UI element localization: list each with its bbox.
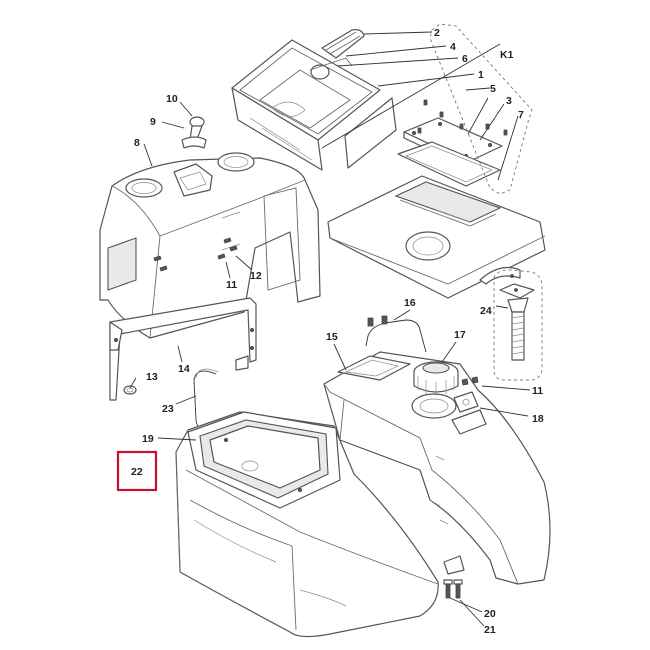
callout-24[interactable]: 24	[480, 305, 492, 317]
callout-22[interactable]: 22	[131, 466, 143, 478]
part-top-plate[interactable]	[327, 175, 546, 299]
part-cap[interactable]	[413, 361, 459, 396]
part-bottom-bolts[interactable]	[443, 579, 463, 599]
highlight-box	[116, 450, 158, 492]
callout-19[interactable]: 19	[142, 433, 154, 445]
part-knob[interactable]	[181, 116, 207, 149]
part-detail-bolt[interactable]	[493, 269, 543, 381]
callout-7[interactable]: 7	[518, 109, 524, 121]
part-front-hood[interactable]	[99, 152, 321, 339]
callout-14[interactable]: 14	[178, 363, 190, 375]
callout-4[interactable]: 4	[450, 41, 456, 53]
callout-20[interactable]: 20	[484, 608, 496, 620]
callout-8[interactable]: 8	[134, 137, 140, 149]
callout-12[interactable]: 12	[250, 270, 262, 282]
callout-5[interactable]: 5	[490, 83, 496, 95]
kit-outline	[429, 23, 533, 195]
callout-labels: 2 4 6 1 K1 5 3 7 10 9 8 12 11 24 16 15 1…	[131, 27, 544, 636]
callout-23[interactable]: 23	[162, 403, 174, 415]
callout-11-right[interactable]: 11	[532, 385, 543, 397]
callout-11[interactable]: 11	[226, 279, 237, 291]
part-body-screws[interactable]	[461, 376, 479, 386]
part-bracket[interactable]	[109, 297, 257, 401]
part-clamp[interactable]	[453, 391, 479, 413]
part-base-body[interactable]	[175, 411, 439, 638]
callout-15[interactable]: 15	[326, 331, 338, 343]
part-handle-frame[interactable]	[231, 39, 397, 171]
callout-6[interactable]: 6	[462, 53, 468, 65]
callout-21[interactable]: 21	[484, 624, 496, 636]
callout-2[interactable]: 2	[434, 27, 440, 39]
callout-13[interactable]: 13	[146, 371, 158, 383]
part-handle-grip[interactable]	[309, 29, 365, 80]
part-cover-plate[interactable]	[397, 117, 503, 187]
callout-k1[interactable]: K1	[500, 49, 514, 61]
callout-16[interactable]: 16	[404, 297, 416, 309]
leader-lines	[129, 31, 531, 627]
callout-10[interactable]: 10	[166, 93, 178, 105]
callout-18[interactable]: 18	[532, 413, 544, 425]
part-hose[interactable]	[365, 315, 427, 353]
callout-1[interactable]: 1	[478, 69, 484, 81]
callout-17[interactable]: 17	[454, 329, 466, 341]
callout-9[interactable]: 9	[150, 116, 156, 128]
part-hood-screws[interactable]	[153, 237, 238, 272]
callout-3[interactable]: 3	[506, 95, 512, 107]
